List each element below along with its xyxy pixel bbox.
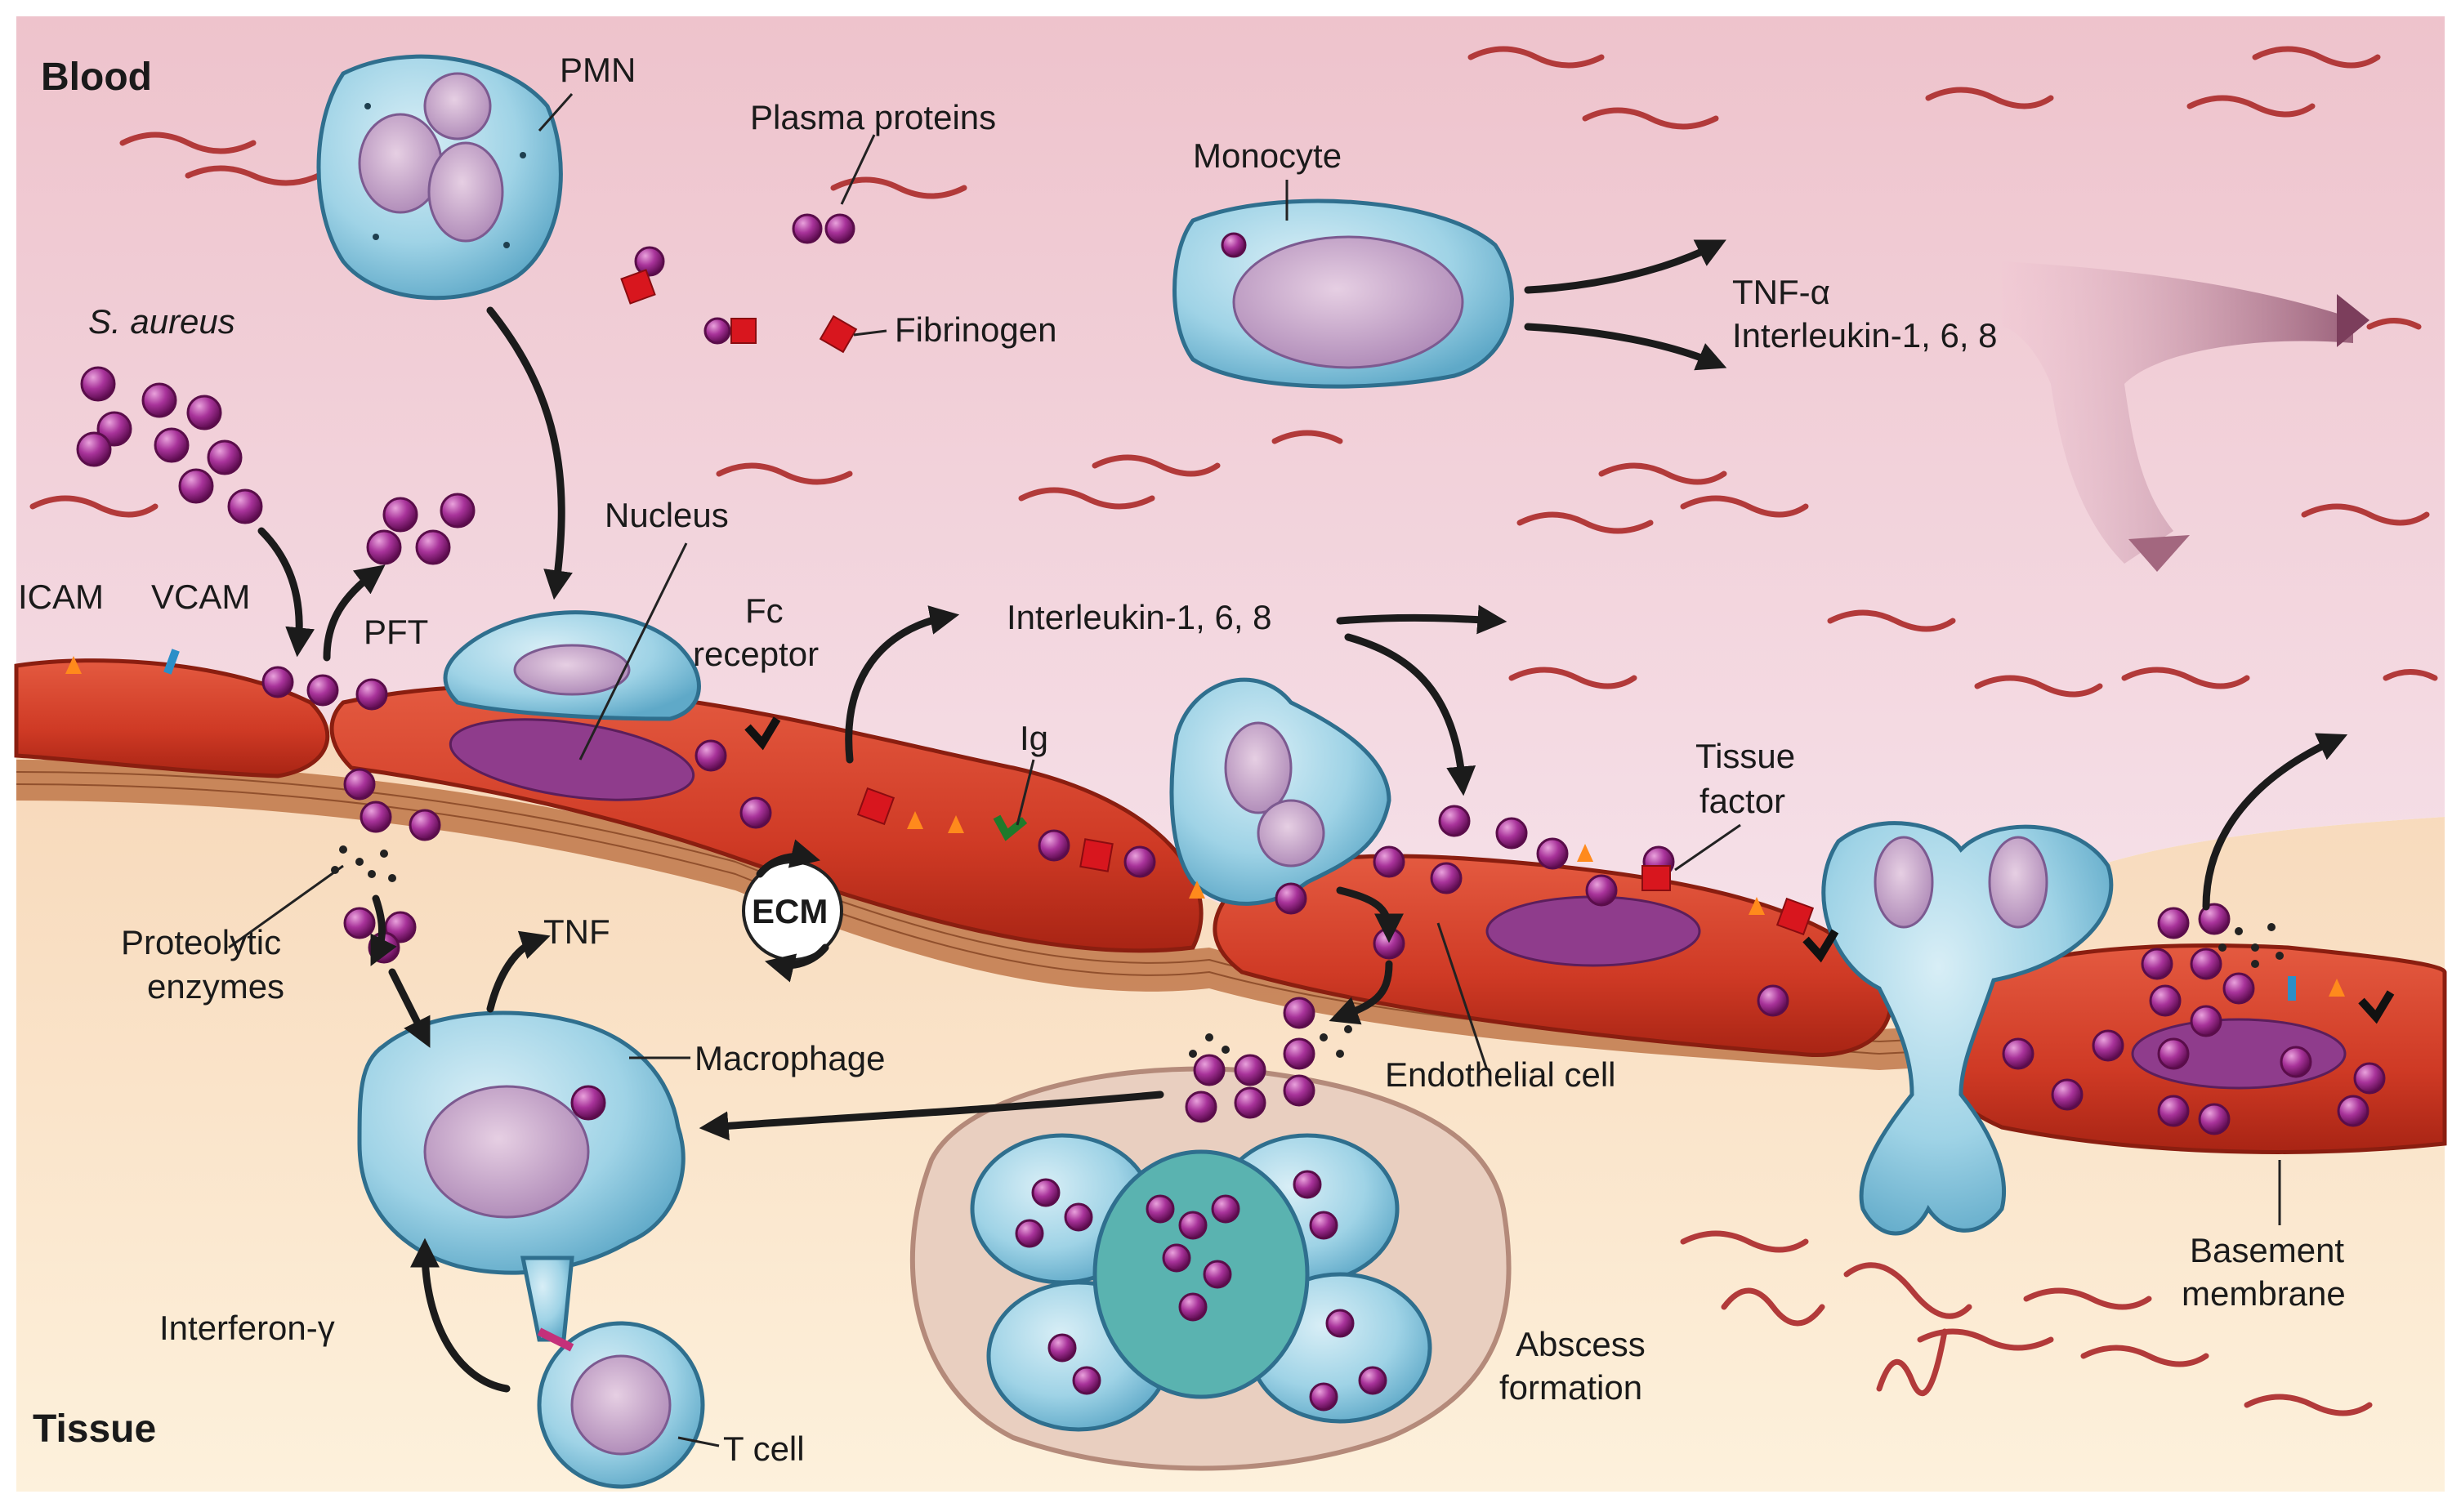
s-aureus-label: S. aureus <box>88 302 235 341</box>
proteolytic-label-line2: enzymes <box>147 967 284 1006</box>
basement-membrane-label-line1: Basement <box>2190 1231 2344 1269</box>
tissue-fiber-squiggles <box>1680 1230 2373 1416</box>
pmn-cell <box>316 54 563 301</box>
diapedesis-leukocyte <box>1821 821 2114 1236</box>
leader-lines <box>228 93 2281 1447</box>
ecm-marker <box>742 839 843 983</box>
interleukin-mid-label: Interleukin-1, 6, 8 <box>1007 598 1272 636</box>
red-blood-cell-squiggles <box>29 46 2438 698</box>
abscess-label-line2: formation <box>1499 1368 1642 1407</box>
t-cell <box>537 1321 705 1489</box>
tnf-label: TNF <box>543 912 610 951</box>
nucleus-label: Nucleus <box>605 496 729 534</box>
macrophage-cell <box>357 1010 686 1342</box>
fibrinogen-molecules <box>620 269 1815 936</box>
basement-membrane <box>16 760 2445 1070</box>
ecm-label: ECM <box>752 892 828 930</box>
abscess-bacteria <box>1015 1170 1387 1412</box>
abscess-label-line1: Abscess <box>1516 1325 1646 1363</box>
endothelial-cell-label: Endothelial cell <box>1385 1055 1616 1094</box>
vcam-label: VCAM <box>151 578 250 616</box>
pmn-label: PMN <box>560 51 636 89</box>
tissue-region-label: Tissue <box>33 1407 156 1451</box>
ig-label: Ig <box>1020 719 1048 757</box>
process-arrows <box>257 239 2348 1393</box>
monocyte-label: Monocyte <box>1193 136 1342 175</box>
fc-receptor-label-line2: receptor <box>693 635 819 673</box>
tissue-factor-label-line1: Tissue <box>1695 737 1795 775</box>
proteolytic-label-line1: Proteolytic <box>121 923 281 961</box>
cytokine-signal-arrow <box>2002 261 2369 572</box>
blood-region-label: Blood <box>41 56 152 99</box>
rolling-pmn <box>443 610 701 721</box>
basement-membrane-label-line2: membrane <box>2182 1274 2346 1313</box>
monocyte-cell <box>1172 198 1514 389</box>
tissue-factor-label-line2: factor <box>1699 782 1785 820</box>
t-cell-label: T cell <box>723 1429 805 1468</box>
adhesion-molecules <box>65 649 2395 1024</box>
abscess <box>909 1066 1512 1471</box>
pft-label: PFT <box>364 613 428 651</box>
transmigrating-leukocyte <box>1169 677 1391 906</box>
proteolytic-enzyme-particles <box>331 845 2284 1058</box>
interleukin-top-label: Interleukin-1, 6, 8 <box>1732 316 1998 355</box>
icam-label: ICAM <box>18 578 104 616</box>
fibrinogen-label: Fibrinogen <box>895 310 1056 349</box>
plasma-proteins-label: Plasma proteins <box>750 98 996 136</box>
macrophage-label: Macrophage <box>695 1039 885 1077</box>
interferon-gamma-label: Interferon-γ <box>159 1309 335 1347</box>
fc-receptor-label-line1: Fc <box>745 591 784 630</box>
tnf-alpha-label: TNF-α <box>1732 273 1830 311</box>
